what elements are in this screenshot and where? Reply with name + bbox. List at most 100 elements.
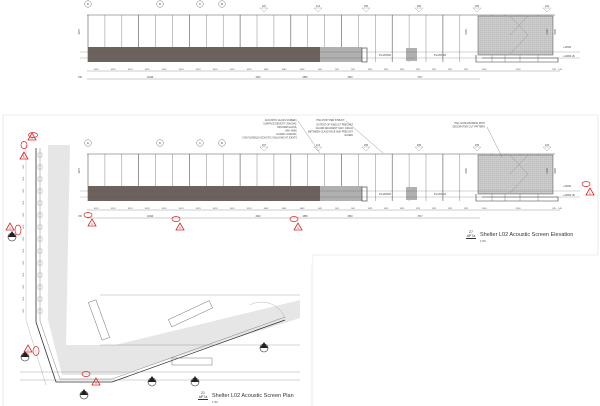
revision-triangle-icon <box>27 132 37 141</box>
revision-cloud <box>32 346 40 356</box>
revision-cloud <box>20 141 28 149</box>
post-base <box>37 164 43 170</box>
post-base <box>37 200 43 206</box>
section-mark <box>542 7 552 13</box>
level-label: +10390 <box>563 185 572 188</box>
plan-dim: 1019 <box>23 164 25 169</box>
plan-dim: 1019 <box>23 176 25 181</box>
section-arrow-icon <box>80 389 88 395</box>
revision-number: 1 <box>27 348 29 352</box>
bay-dim: 1019 <box>94 69 100 71</box>
bay-dim: 1019 <box>213 69 219 71</box>
note-precast-line: GUARD <box>344 134 353 137</box>
bay-dim: 1019 <box>179 208 185 210</box>
gate-threshold <box>475 194 559 202</box>
level-label: +10090 LB <box>563 55 575 58</box>
height-dim: 2500 <box>554 168 557 174</box>
revision-number: 1 <box>31 136 33 140</box>
bay-dim: 2100 <box>516 208 522 210</box>
post-base <box>37 248 43 254</box>
leader <box>486 126 503 158</box>
revision-number: 1 <box>95 381 97 385</box>
viaduct-grey-band <box>320 186 362 201</box>
bay-dim: 942 <box>351 69 355 71</box>
bay-dim: 245 <box>552 69 556 71</box>
bay-dim: 929 <box>464 69 468 71</box>
note-post-line: HSG POST PER STRUCT. <box>316 119 345 122</box>
bay-dim: 929 <box>464 208 468 210</box>
bay-dim: 1019 <box>128 208 134 210</box>
overall-dim: 2865 <box>302 216 308 218</box>
precast-guard-band <box>88 47 320 62</box>
grid-bubble <box>84 139 92 147</box>
bay-dim: 1021 <box>368 69 374 71</box>
planter-edge <box>361 47 368 63</box>
revision-triangle-icon <box>91 377 101 386</box>
plan-dim: 1019 <box>23 224 25 229</box>
bench <box>168 300 213 328</box>
bay-dim: 1082 <box>282 69 288 71</box>
plan-dim: 1019 <box>23 260 25 265</box>
section-mark <box>414 7 424 13</box>
section-mark <box>472 7 482 13</box>
grid-label: B <box>221 141 223 145</box>
bay-dim: 1082 <box>282 208 288 210</box>
planter-label-1: PLANTER <box>379 192 391 196</box>
overall-dim: 3243 <box>255 77 261 79</box>
section-mark <box>361 146 371 152</box>
bay-dim: 2100 <box>482 69 488 71</box>
note-gate-line: HSG GATE FRAMING WITH <box>454 122 485 125</box>
revision-triangle-icon <box>293 222 303 231</box>
bay-dim: 929 <box>432 69 436 71</box>
gate-pattern <box>509 15 529 55</box>
overall-dim: 3717 <box>417 77 423 79</box>
note-glass-line: ACOUSTIC GLASS SCREEN, <box>265 119 298 122</box>
section-label: 155 <box>364 144 369 147</box>
plan-sheet: AP7a <box>198 395 208 399</box>
planter-block <box>406 187 417 200</box>
grid-label: C <box>199 141 201 145</box>
section-label: 197 <box>262 144 267 147</box>
bay-dim: 942 <box>335 208 339 210</box>
revision-triangle-icon <box>23 344 33 353</box>
bay-dim: 2100 <box>482 208 488 210</box>
bay-dim: 145 <box>558 208 562 210</box>
plan-dim: 1019 <box>23 308 25 313</box>
revision-number: 1 <box>297 226 299 230</box>
revision-number: 1 <box>23 155 25 159</box>
plan-dim-line <box>25 145 47 386</box>
sheet-frame <box>2 114 599 406</box>
elevation-title: Shelter L02 Acoustic Screen Elevation <box>480 231 574 238</box>
plan-dim: 1019 <box>23 152 25 157</box>
section-mark <box>472 146 482 152</box>
bay-dim: 1019 <box>196 208 202 210</box>
screen-plan: 1019 1019 1019 1019 1019 1019 1019 1019 1019 1019… <box>7 145 312 400</box>
plan-dim: 1019 <box>23 200 25 205</box>
section-label: 205 <box>417 5 422 8</box>
acoustic-screen-line <box>35 148 286 383</box>
planter-block <box>406 48 417 61</box>
post-base <box>37 296 43 302</box>
revision-triangle-icon <box>175 222 185 231</box>
height-dim: 1675 <box>78 168 81 174</box>
viaduct-grey-band <box>320 47 362 62</box>
bench <box>88 299 110 341</box>
section-label: 155 <box>475 5 480 8</box>
bay-dim: 1019 <box>111 69 117 71</box>
post-base <box>37 188 43 194</box>
bay-dim: 1019 <box>162 69 168 71</box>
bay-dim: 929 <box>448 208 452 210</box>
grid-bubble <box>218 0 226 8</box>
note-glass-line: MIN. 6MM, <box>285 130 297 133</box>
revision-cloud <box>171 216 181 222</box>
revision-cloud <box>81 371 91 377</box>
level-label: +10090 LB <box>563 194 575 197</box>
elevation-scale: 1:50 <box>480 239 486 243</box>
section-label: 155 <box>364 5 369 8</box>
grid-label: D <box>159 2 161 6</box>
post-base <box>37 212 43 218</box>
grid-bubble <box>218 139 226 147</box>
revision-triangle-icon: 1 <box>91 377 101 386</box>
plan-dim: 1019 <box>23 212 25 217</box>
